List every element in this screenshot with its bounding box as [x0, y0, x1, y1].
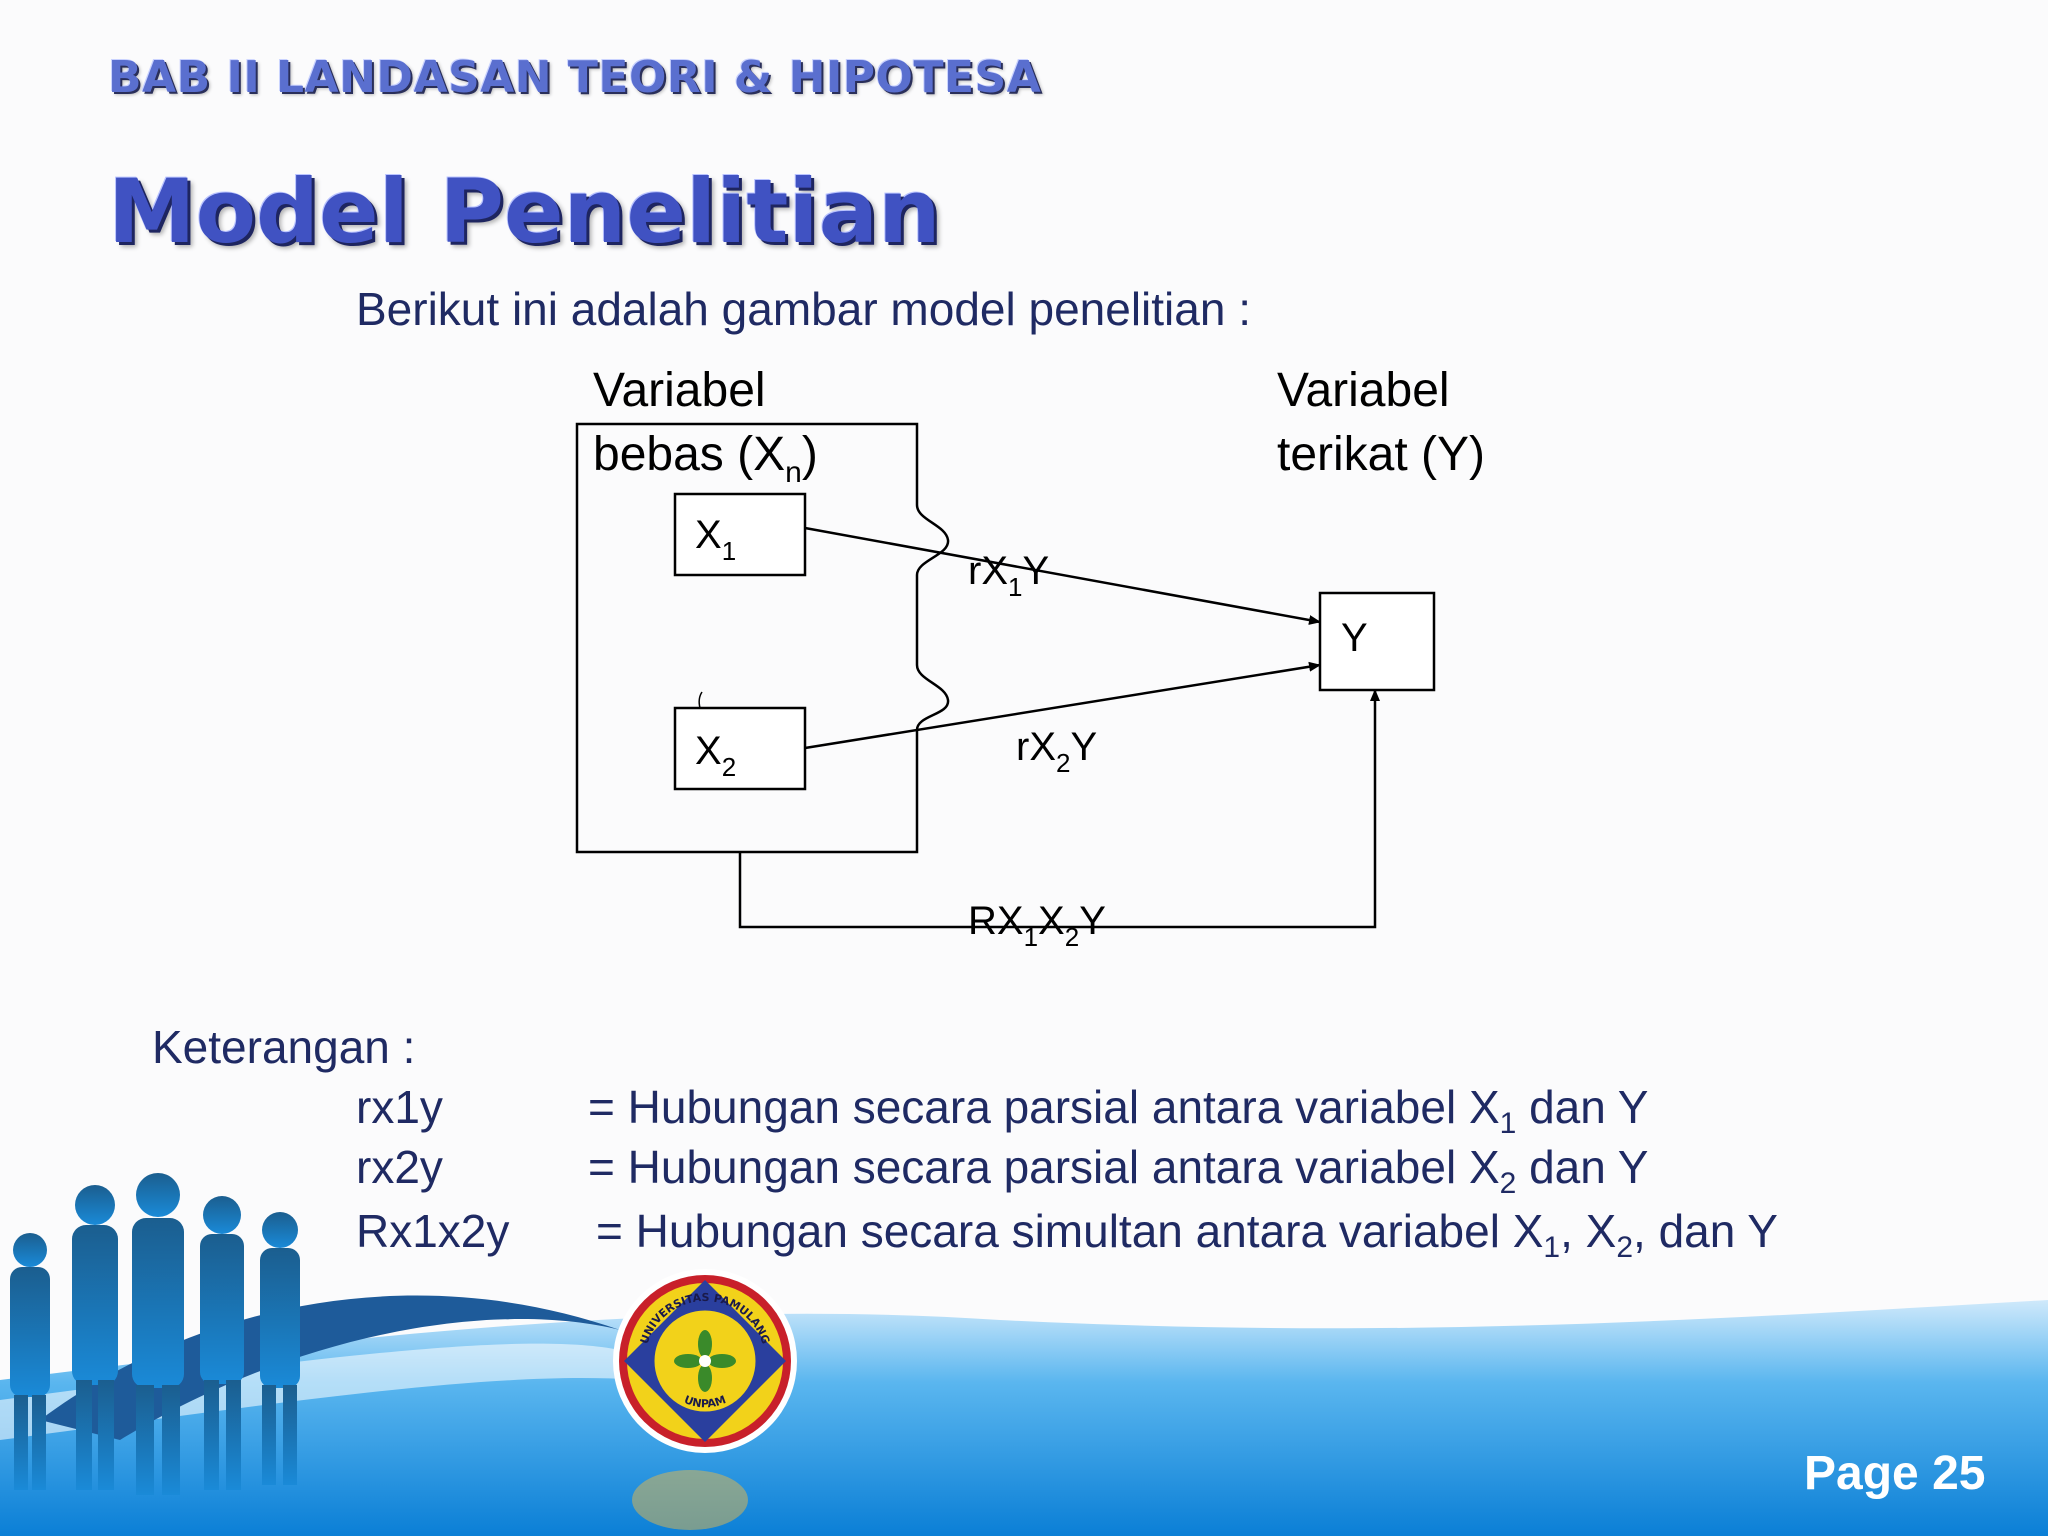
- page-number: Page 25: [1804, 1447, 1986, 1500]
- node-x1: [673, 492, 807, 577]
- edge-x1-y: [804, 526, 1321, 625]
- svg-text:UNPAM: UNPAM: [682, 1393, 727, 1410]
- page-title: Model Penelitian: [108, 160, 941, 263]
- legend-heading: Keterangan :: [152, 1021, 416, 1073]
- node-y-label: Y: [1341, 616, 1368, 660]
- dependent-heading-line2: terikat (Y): [1277, 428, 1485, 481]
- legend-description: = Hubungan secara parsial antara variabe…: [588, 1141, 1649, 1200]
- node-y: [1318, 591, 1436, 692]
- legend-term: rx2y: [356, 1141, 443, 1193]
- university-logo: UNIVERSITAS PAMULANG UNPAM: [613, 1269, 797, 1453]
- edge-x2-y: [804, 661, 1321, 750]
- swoosh-shape: [40, 1295, 620, 1440]
- node-x2-label: X2: [695, 729, 736, 782]
- edge-simultaneous: [738, 689, 1380, 929]
- intro-text: Berikut ini adalah gambar model peneliti…: [356, 283, 1251, 335]
- independent-heading-line2: bebas (Xn): [593, 428, 818, 489]
- dependent-heading-line1: Variabel: [1277, 364, 1450, 417]
- edge-label-rx1y: rX1Y: [968, 549, 1049, 602]
- node-x1-label: X1: [695, 513, 736, 566]
- legend-description: = Hubungan secara parsial antara variabe…: [588, 1081, 1649, 1140]
- section-title: BAB II LANDASAN TEORI & HIPOTESA: [108, 52, 1042, 103]
- people-silhouettes: [10, 1173, 300, 1495]
- legend-description: = Hubungan secara simultan antara variab…: [596, 1205, 1778, 1264]
- independent-heading-line1: Variabel: [593, 364, 766, 417]
- edge-label-rx1x2y: RX1X2Y: [968, 899, 1106, 952]
- independent-variable-box: [575, 422, 950, 854]
- edge-label-rx2y: rX2Y: [1016, 725, 1097, 778]
- node-x2: [673, 706, 807, 791]
- legend-term: Rx1x2y: [356, 1205, 510, 1257]
- legend-term: rx1y: [356, 1081, 443, 1133]
